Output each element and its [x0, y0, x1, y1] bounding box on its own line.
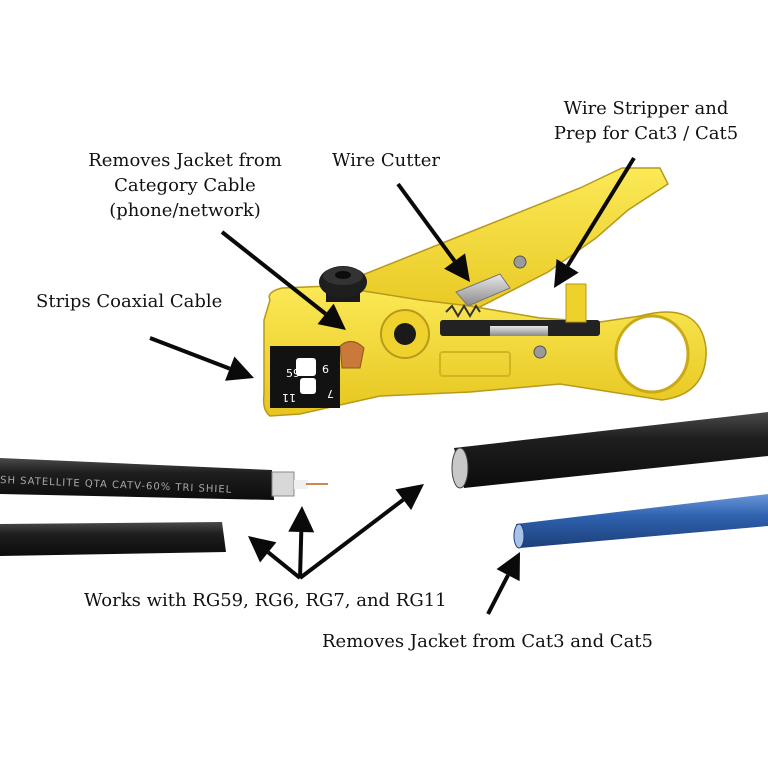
arrow-head [395, 484, 424, 511]
arrow-shaft [298, 498, 405, 580]
finger-ring-hole [614, 314, 690, 394]
arrow-head [248, 536, 277, 563]
coax-cable-stripped [0, 458, 328, 500]
label-line: Wire Stripper and [563, 98, 729, 119]
arrow-head [496, 552, 520, 582]
arrow-works-rg-up [288, 506, 315, 579]
arrow-shaft [220, 230, 327, 316]
arrow-strips-coax [149, 336, 254, 381]
arrow-shaft [298, 531, 304, 579]
die-label-11: 11 [282, 391, 296, 404]
label-line: (phone/network) [109, 200, 261, 221]
label-strips-coaxial-cable: Strips Coaxial Cable [36, 291, 223, 312]
label-removes-jacket-category-cable: Removes Jacket from Category Cable (phon… [72, 148, 298, 223]
die-label-7: 7 [327, 387, 334, 400]
cat-cable-blue [513, 494, 768, 549]
screw [513, 255, 527, 269]
body-indent [439, 351, 511, 377]
spring [445, 304, 481, 318]
stripping-blade [490, 326, 548, 336]
wire-cutter-blade [455, 273, 511, 307]
arrow-works-rg-right [298, 484, 424, 580]
pivot-button [394, 323, 416, 345]
arrow-cat-cable [486, 552, 520, 615]
arrow-wire-cutter [396, 182, 470, 282]
label-line: Removes Jacket from [88, 150, 282, 171]
arrow-shaft [149, 336, 231, 371]
coax-die-cassette [270, 346, 340, 408]
arrow-wire-stripper [554, 156, 636, 288]
coax-cable-short [0, 522, 226, 556]
arrow-head [288, 506, 315, 533]
arrow-head [554, 259, 579, 288]
arrows [149, 156, 636, 615]
cable-end-cut [451, 447, 469, 489]
arrow-head [444, 253, 470, 282]
label-line: Category Cable [114, 175, 256, 196]
screw [533, 345, 547, 359]
label-line: Prep for Cat3 / Cat5 [553, 123, 739, 144]
label-works-with-rg: Works with RG59, RG6, RG7, and RG11 [84, 590, 447, 611]
blue-cable-end [513, 523, 525, 549]
coax-braid [271, 471, 295, 497]
arrow-shaft [565, 156, 636, 267]
coax-dielectric [294, 480, 308, 489]
cable-stripper-tool [262, 167, 707, 417]
stripper-tab [565, 283, 587, 323]
arrow-shaft [486, 574, 510, 615]
label-removes-jacket-cat: Removes Jacket from Cat3 and Cat5 [322, 631, 653, 652]
arrow-jacket-category [220, 230, 346, 330]
arrow-head [225, 356, 254, 381]
jacket-slot [339, 341, 365, 369]
die-label-59: 59 [286, 367, 300, 380]
arrow-shaft [396, 182, 457, 263]
arrow-works-rg-left [248, 536, 302, 580]
label-wire-cutter: Wire Cutter [331, 150, 440, 171]
arrow-shaft [266, 550, 302, 580]
adjustment-knob [319, 266, 367, 302]
label-wire-stripper: Wire Stripper and Prep for Cat3 / Cat5 [548, 96, 744, 146]
arrow-head [317, 303, 346, 330]
die-label-6: 6 [322, 363, 329, 376]
cat-cable-black [451, 412, 768, 489]
